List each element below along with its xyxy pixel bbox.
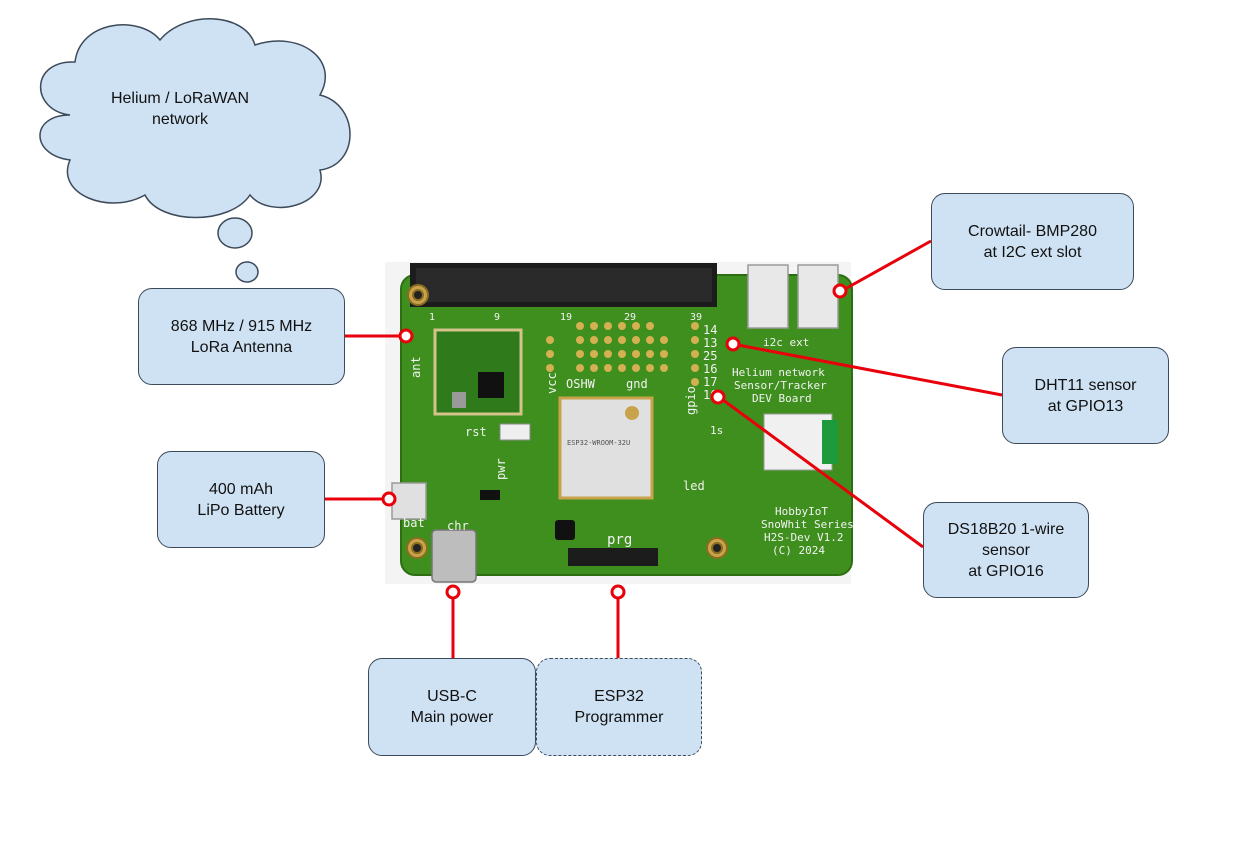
label-oshw: OSHW [566, 377, 596, 391]
label-ant: ant [409, 356, 423, 378]
ic-small-1 [480, 490, 500, 500]
pad-grid [546, 322, 699, 386]
sensor-module [763, 413, 833, 471]
board-series-line1: HobbyIoT [775, 505, 828, 518]
callout-ds18b20-line1: DS18B20 1-wire [947, 520, 1065, 538]
gpio-pin-14: 14 [703, 323, 717, 337]
grove-connectors [747, 264, 839, 329]
callout-bmp280-line1: Crowtail- BMP280 [968, 222, 1097, 240]
lora-chip [478, 372, 504, 398]
board-series-line2: SnoWhit Series [761, 518, 854, 531]
leader-lines [325, 239, 1003, 658]
reset-button [499, 423, 531, 441]
leader-bmp280 [844, 239, 932, 291]
esp32-module [558, 396, 654, 500]
leader-ds18b20 [718, 395, 924, 549]
callout-antenna-line2: LoRa Antenna [190, 338, 293, 356]
lora-crystal [452, 392, 466, 408]
leader-dht11 [737, 343, 1003, 397]
esp32-module-label: ESP32-WROOM-32U [567, 439, 630, 447]
label-pwr: pwr [494, 458, 508, 480]
cloud-label-line1: Helium / LoRaWAN [110, 90, 250, 107]
label-bat: bat [403, 516, 425, 530]
label-prg: prg [607, 532, 632, 548]
callout-ds18b20: DS18B20 1-wire sensor at GPIO16 [923, 502, 1089, 598]
label-rst: rst [465, 425, 487, 439]
board-series-line3: H2S-Dev V1.2 [764, 531, 843, 544]
board-title-line1: Helium network [732, 366, 825, 379]
callout-usbc-line2: Main power [410, 709, 494, 726]
cloud-shape [39, 18, 351, 308]
cloud-label: Helium / LoRaWAN network [90, 88, 270, 130]
header-pins [416, 268, 712, 302]
callout-battery-line1: 400 mAh [208, 480, 274, 498]
callout-programmer: ESP32 Programmer [536, 658, 702, 756]
cloud-label-line2: network [151, 111, 209, 128]
battery-connector [391, 482, 427, 520]
header-num-9: 9 [494, 312, 500, 323]
gpio-pin-13: 13 [703, 336, 717, 350]
header-num-1: 1 [429, 312, 435, 323]
header-num-39: 39 [690, 312, 702, 323]
callout-ds18b20-line3: at GPIO16 [968, 562, 1044, 580]
mounting-holes [406, 284, 728, 559]
callout-programmer-line2: Programmer [574, 709, 664, 726]
callout-bmp280-line2: at I2C ext slot [983, 243, 1082, 261]
callout-bmp280: Crowtail- BMP280 at I2C ext slot [931, 193, 1134, 290]
header-num-29: 29 [624, 312, 636, 323]
callout-battery-line2: LiPo Battery [197, 501, 285, 519]
sensor-module-edge [822, 420, 838, 464]
callout-usbc-line1: USB-C [427, 688, 477, 705]
label-gnd: gnd [626, 377, 648, 391]
leader-endpoints [381, 283, 848, 600]
label-1s: 1s [710, 424, 723, 437]
label-led: led [683, 479, 705, 493]
gpio-pin-16a: 16 [703, 362, 717, 376]
ic-small-2 [555, 520, 575, 540]
label-chr: chr [447, 519, 469, 533]
board-series-line4: (C) 2024 [772, 544, 825, 557]
usb-c-connector [431, 529, 477, 583]
esp32-antenna-connector [625, 406, 639, 420]
board-title-line3: DEV Board [752, 392, 812, 405]
callout-usbc: USB-C Main power [368, 658, 536, 756]
gpio-pin-25: 25 [703, 349, 717, 363]
callout-battery: 400 mAh LiPo Battery [157, 451, 325, 548]
callout-programmer-line1: ESP32 [594, 688, 644, 705]
label-i2c-ext: i2c ext [763, 336, 809, 349]
callout-dht11: DHT11 sensor at GPIO13 [1002, 347, 1169, 444]
board-title-line2: Sensor/Tracker [734, 379, 827, 392]
gpio-pin-17: 17 [703, 375, 717, 389]
callout-antenna: 868 MHz / 915 MHz LoRa Antenna [138, 288, 345, 385]
callout-ds18b20-line2: sensor [981, 541, 1031, 559]
callout-dht11-line2: at GPIO13 [1047, 397, 1124, 415]
label-gpio: gpio [684, 386, 698, 415]
callout-antenna-line1: 868 MHz / 915 MHz [170, 317, 313, 335]
label-vcc: vcc [545, 372, 559, 394]
callout-dht11-line1: DHT11 sensor [1034, 376, 1137, 394]
programmer-header [568, 548, 658, 566]
header-num-19: 19 [560, 312, 572, 323]
